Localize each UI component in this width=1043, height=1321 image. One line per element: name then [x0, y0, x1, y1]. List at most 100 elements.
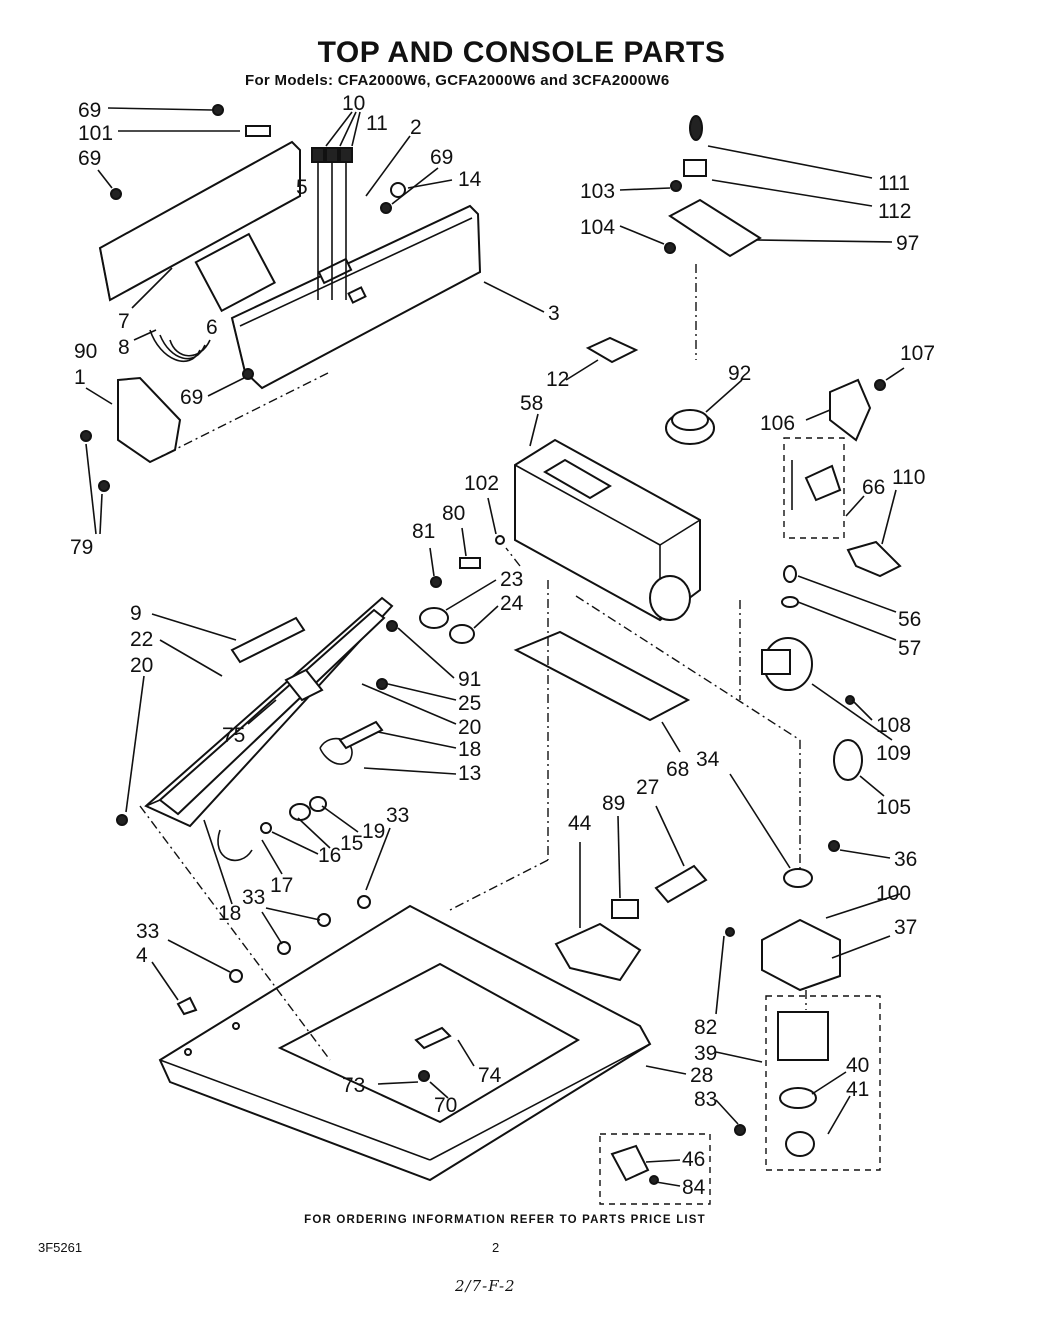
label-11: 11 — [366, 112, 388, 135]
label-15: 15 — [340, 832, 363, 855]
label-10: 10 — [342, 92, 365, 115]
bracket-12 — [585, 336, 639, 364]
label-69: 69 — [180, 386, 203, 409]
timer-knob-assembly — [664, 115, 762, 258]
screws-80-81-102 — [430, 535, 505, 588]
small-parts-56-57 — [781, 565, 799, 608]
label-13: 13 — [458, 762, 481, 785]
label-106: 106 — [760, 412, 795, 435]
label-97: 97 — [896, 232, 919, 255]
label-66: 66 — [862, 476, 885, 499]
label-91: 91 — [458, 668, 481, 691]
label-9: 9 — [130, 602, 142, 625]
label-27: 27 — [636, 776, 659, 799]
label-58: 58 — [520, 392, 543, 415]
label-57: 57 — [898, 637, 921, 660]
label-23: 23 — [500, 568, 523, 591]
label-90: 90 — [74, 340, 97, 363]
label-75: 75 — [222, 724, 245, 747]
cover-92 — [665, 409, 715, 445]
label-2: 2 — [410, 116, 422, 139]
label-19: 19 — [362, 820, 385, 843]
label-81: 81 — [412, 520, 435, 543]
leader-lines — [85, 107, 905, 1187]
label-14: 14 — [458, 168, 482, 191]
label-16: 16 — [318, 844, 341, 867]
label-56: 56 — [898, 608, 921, 631]
ordering-note: FOR ORDERING INFORMATION REFER TO PARTS … — [304, 1214, 706, 1226]
label-100: 100 — [876, 882, 911, 905]
label-112: 112 — [878, 200, 911, 223]
label-74: 74 — [478, 1064, 502, 1087]
label-69: 69 — [430, 146, 453, 169]
motor-108-109 — [761, 637, 855, 705]
damper-23-24 — [419, 607, 475, 644]
label-101: 101 — [78, 122, 113, 145]
label-37: 37 — [894, 916, 917, 939]
console-back-panel — [98, 140, 301, 313]
console-end-cap — [117, 376, 182, 464]
label-68: 68 — [666, 758, 689, 781]
label-7: 7 — [118, 310, 130, 333]
label-69: 69 — [78, 99, 101, 122]
label-34: 34 — [696, 748, 720, 771]
cover-105 — [833, 739, 863, 781]
label-111: 111 — [878, 172, 910, 195]
label-33: 33 — [136, 920, 159, 943]
handwritten-note: 2/7-F-2 — [455, 1277, 516, 1295]
lid-lock-34-37 — [725, 840, 841, 992]
label-6: 6 — [206, 316, 218, 339]
label-22: 22 — [130, 628, 153, 651]
bracket-44 — [554, 922, 642, 982]
label-82: 82 — [694, 1016, 717, 1039]
label-24: 24 — [500, 592, 524, 615]
label-5: 5 — [296, 176, 308, 199]
label-107: 107 — [900, 342, 935, 365]
label-18: 18 — [218, 902, 241, 925]
lid-assembly — [144, 596, 394, 828]
label-17: 17 — [270, 874, 293, 897]
label-89: 89 — [602, 792, 625, 815]
lid-switch-13-18 — [319, 720, 384, 765]
label-33: 33 — [386, 804, 409, 827]
latch-106-107 — [829, 378, 886, 442]
console-front-panel — [230, 204, 482, 390]
label-41: 41 — [846, 1078, 869, 1101]
label-28: 28 — [690, 1064, 713, 1087]
label-109: 109 — [876, 742, 911, 765]
top-screws-70-74 — [414, 1026, 452, 1082]
wire-harness — [149, 329, 211, 362]
label-79: 79 — [70, 536, 93, 559]
label-110: 110 — [892, 466, 925, 489]
label-92: 92 — [728, 362, 751, 385]
hinge-screws-33 — [176, 895, 371, 1016]
label-36: 36 — [894, 848, 917, 871]
label-8: 8 — [118, 336, 130, 359]
label-1: 1 — [74, 366, 86, 389]
label-25: 25 — [458, 692, 481, 715]
label-40: 40 — [846, 1054, 869, 1077]
page-number: 2 — [492, 1240, 500, 1255]
label-83: 83 — [694, 1088, 717, 1111]
label-44: 44 — [568, 812, 592, 835]
solenoid-box-39-41 — [734, 995, 881, 1171]
label-46: 46 — [682, 1148, 705, 1171]
label-84: 84 — [682, 1176, 706, 1199]
label-103: 103 — [580, 180, 615, 203]
label-39: 39 — [694, 1042, 717, 1065]
label-12: 12 — [546, 368, 569, 391]
label-80: 80 — [442, 502, 465, 525]
plate-68 — [513, 630, 691, 722]
label-20: 20 — [130, 654, 153, 677]
alignment-lines — [139, 264, 807, 1061]
console-screws — [80, 104, 406, 492]
label-18: 18 — [458, 738, 481, 761]
lid-small-parts — [116, 620, 398, 862]
label-3: 3 — [548, 302, 560, 325]
switch-89-27 — [611, 864, 708, 919]
label-70: 70 — [434, 1094, 457, 1117]
label-4: 4 — [136, 944, 148, 967]
label-73: 73 — [342, 1074, 365, 1097]
switch-knobs — [311, 147, 353, 300]
